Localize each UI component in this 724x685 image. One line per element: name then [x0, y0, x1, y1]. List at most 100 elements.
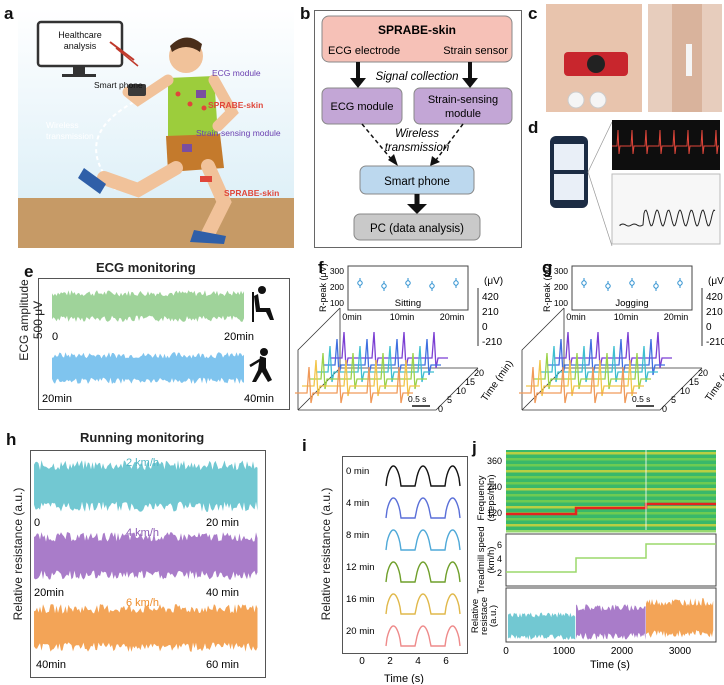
- j-res-band: [508, 612, 576, 640]
- z-tick: -210: [706, 337, 724, 348]
- i-row-label: 20 min: [346, 626, 375, 637]
- j-heat-band: [506, 470, 716, 473]
- time-tick: 10: [680, 386, 690, 396]
- panel-i-frame: [342, 456, 468, 654]
- i-cycle-trace: [385, 497, 461, 519]
- i-cycle-trace: [385, 465, 461, 487]
- box-ecg-module: ECG module: [331, 101, 394, 113]
- j-ytick-mid: 4: [497, 554, 502, 564]
- i-row-label: 12 min: [346, 562, 375, 573]
- inset-xtick: 10min: [614, 312, 639, 322]
- inset-point: [629, 280, 635, 286]
- panel-label-h: h: [6, 430, 17, 449]
- inset-point: [677, 280, 683, 286]
- time-tick: 10: [456, 386, 466, 396]
- panel-e-ecg: 0 20min 20min 40min: [42, 286, 274, 405]
- z-tick: 210: [482, 307, 499, 318]
- j-speed-frame: [505, 533, 717, 587]
- inset-title: Sitting: [395, 298, 421, 309]
- panel-label-e: e: [24, 262, 34, 281]
- inset-ytick: 300: [554, 266, 568, 276]
- i-row-label: 4 min: [346, 498, 369, 509]
- j-xlabel: Time (s): [590, 659, 630, 671]
- j-heat-band: [506, 464, 716, 467]
- z-tick: -210: [482, 337, 502, 348]
- j-ylabel-top-1: Frequency: [476, 475, 487, 520]
- speed-6: 6 km/h: [126, 597, 159, 609]
- j-ylabel-bot: resistace: [479, 597, 490, 635]
- e-tick-0: 0: [52, 331, 58, 343]
- z-tick: 420: [706, 292, 723, 303]
- e-tick-20b: 20min: [42, 393, 72, 405]
- callout-strain-module: Strain-sensing module: [196, 128, 281, 138]
- j-heat-band: [506, 476, 716, 479]
- z-tick: 210: [706, 307, 723, 318]
- panel-a-illustration: Healthcare Smart phone ECG module SPRABE…: [18, 8, 294, 248]
- h-tick-0: 0: [34, 517, 40, 529]
- i-xtick: 4: [415, 656, 421, 667]
- z-unit: (μV): [708, 276, 724, 287]
- text-wireless-2: transmission: [385, 142, 450, 154]
- panel-label-d: d: [528, 118, 539, 137]
- running-monitoring-title: Running monitoring: [80, 430, 205, 445]
- j-ytick-top: 240: [487, 482, 502, 492]
- runner-figure: [78, 37, 239, 244]
- panel-label-i: i: [302, 436, 307, 455]
- z-tick: 420: [482, 292, 499, 303]
- box-strain-module-2: module: [445, 108, 481, 120]
- j-ylabel-top-2: (steps/min): [486, 475, 497, 522]
- j-step-freq-line: [506, 502, 716, 516]
- speed-4: 4 km/h: [126, 527, 159, 539]
- h-tick-40b: 40min: [36, 659, 66, 671]
- ecg-monitoring-title: ECG monitoring: [96, 260, 196, 275]
- j-ylabel-mid-2: (km/h): [486, 547, 497, 574]
- j-heat-band: [506, 494, 716, 497]
- j-ytick-mid: 6: [497, 540, 502, 550]
- i-row-label: 8 min: [346, 530, 369, 541]
- e-tick-40: 40min: [244, 393, 274, 405]
- i-xlabel: Time (s): [384, 673, 424, 684]
- inset-point: [429, 283, 435, 289]
- inset-point: [381, 283, 387, 289]
- inset-ylabel: R-peak (μV): [318, 263, 328, 312]
- j-xtick: 0: [503, 646, 509, 657]
- panel-label-f: f: [318, 258, 324, 277]
- i-xtick: 2: [387, 656, 393, 667]
- j-heat-band: [506, 482, 716, 485]
- j-ylabel-bot: Relative: [470, 599, 481, 633]
- ecg-trace: [519, 366, 637, 404]
- panel-e-frame: [38, 278, 290, 410]
- j-heat-band: [506, 512, 716, 515]
- i-xtick: 0: [359, 656, 365, 667]
- j-heat-band: [506, 530, 716, 533]
- panel-label-g: g: [542, 258, 553, 277]
- j-ylabel-bot: (a.u.): [488, 605, 499, 627]
- h-tick-40: 40 min: [206, 587, 239, 599]
- panel-c-photos: [546, 4, 722, 112]
- panel-d-phone-display: [550, 120, 721, 247]
- inset-point: [405, 280, 411, 286]
- scale-label: 0.5 s: [408, 394, 426, 404]
- callout-skin-2: SPRABE-skin: [224, 188, 279, 198]
- speed-2: 2 km/h: [126, 457, 159, 469]
- j-heat-band: [506, 518, 716, 521]
- inset-title: Jogging: [615, 298, 648, 309]
- j-res-band: [646, 598, 714, 638]
- running-person-icon: [249, 348, 272, 382]
- frame-base: [522, 367, 703, 411]
- h-ylabel: Relative resistance (a.u.): [11, 487, 25, 621]
- inset-ytick: 300: [330, 266, 344, 276]
- j-ytick-top: 120: [487, 508, 502, 518]
- i-ylabel: Relative resistance (a.u.): [319, 487, 333, 621]
- j-ytick-top: 360: [487, 456, 502, 466]
- panel-label-b: b: [300, 4, 311, 23]
- callout-skin-1: SPRABE-skin: [208, 100, 263, 110]
- j-heat-band: [506, 452, 716, 455]
- h-tick-20: 20 min: [206, 517, 239, 529]
- time-label: Time (min): [703, 359, 724, 404]
- callout-wireless-1: Wireless: [46, 120, 79, 130]
- text-wireless-1: Wireless: [395, 128, 439, 140]
